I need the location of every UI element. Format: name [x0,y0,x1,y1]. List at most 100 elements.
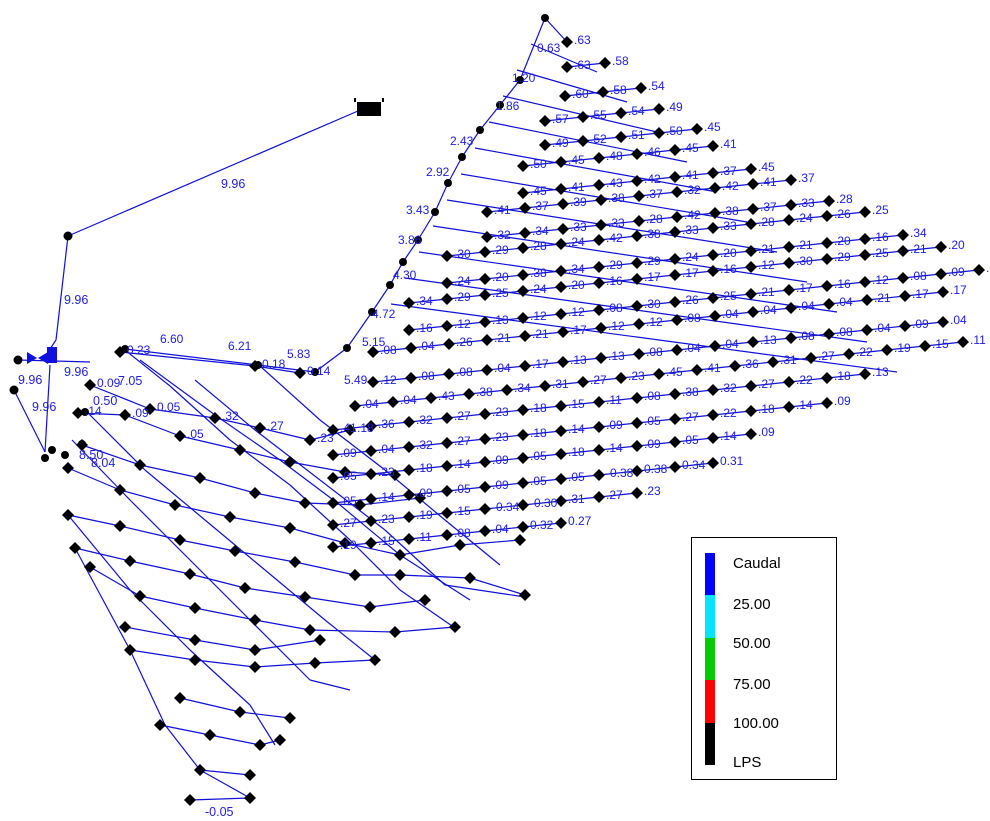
junction-node[interactable] [481,231,493,243]
junction-node[interactable] [124,644,136,656]
junction-node[interactable] [403,489,415,501]
junction-node[interactable] [555,517,567,529]
pipe-segment[interactable] [750,246,790,252]
junction-node[interactable] [61,451,69,459]
pipe-segment[interactable] [332,450,372,456]
pipe-segment[interactable] [560,426,600,432]
main-pipe-lower[interactable] [13,389,46,453]
junction-node[interactable] [631,273,643,285]
pipe-segment[interactable] [124,414,181,437]
pipe-segment[interactable] [636,258,676,264]
junction-node[interactable] [364,601,376,613]
junction-node[interactable] [394,549,406,561]
pipe-segment[interactable] [370,494,410,500]
pipe-segment[interactable] [864,277,904,283]
junction-node[interactable] [479,503,491,515]
junction-node[interactable] [599,57,611,69]
junction-node[interactable] [114,520,126,532]
pipe-segment[interactable] [209,734,261,746]
pipe-segment[interactable] [560,239,600,245]
junction-node[interactable] [294,367,306,379]
junction-node[interactable] [897,229,909,241]
junction-node[interactable] [633,190,645,202]
pipe-segment[interactable] [560,449,600,455]
junction-node[interactable] [194,472,206,484]
junction-node[interactable] [881,344,893,356]
junction-node[interactable] [479,316,491,328]
pipe-segment[interactable] [788,377,828,383]
pipe-segment[interactable] [636,176,676,182]
junction-node[interactable] [244,769,256,781]
pipe-segment[interactable] [399,589,456,629]
junction-node[interactable] [344,424,356,436]
junction-node[interactable] [561,36,573,48]
pipe-segment[interactable] [598,262,638,268]
pipe-segment[interactable] [408,490,448,496]
pipe-segment[interactable] [189,559,251,621]
junction-node[interactable] [555,425,567,437]
junction-node[interactable] [783,284,795,296]
junction-node[interactable] [859,368,871,380]
lattice-diagonal[interactable] [432,225,808,283]
junction-node[interactable] [425,392,437,404]
junction-node[interactable] [365,537,377,549]
junction-node[interactable] [899,320,911,332]
junction-node[interactable] [707,432,719,444]
junction-node[interactable] [184,794,196,806]
junction-node[interactable] [403,297,415,309]
junction-node[interactable] [517,160,529,172]
junction-node[interactable] [669,413,681,425]
pipe-segment[interactable] [189,797,251,801]
pipe-segment[interactable] [371,284,391,313]
pipe-segment[interactable] [124,348,259,366]
pipe-segment[interactable] [249,619,311,681]
junction-node[interactable] [517,429,529,441]
pipe-segment[interactable] [346,311,373,349]
pipe-segment[interactable] [560,157,600,163]
junction-node[interactable] [403,533,415,545]
pipe-segment[interactable] [598,445,638,451]
junction-node[interactable] [745,245,757,257]
junction-node[interactable] [194,764,206,776]
pipe-segment[interactable] [560,474,600,480]
junction-node[interactable] [517,499,529,511]
pipe-segment[interactable] [658,128,698,134]
junction-node[interactable] [823,328,835,340]
junction-node[interactable] [479,246,491,258]
pipe-segment[interactable] [484,247,524,253]
pipe-segment[interactable] [372,347,412,353]
junction-node[interactable] [555,156,567,168]
pipe-segment[interactable] [486,232,526,238]
junction-node[interactable] [517,477,529,489]
pipe-segment[interactable] [479,104,501,131]
junction-node[interactable] [464,572,476,584]
junction-node[interactable] [249,487,261,499]
junction-node[interactable] [443,368,455,380]
pipe-segment[interactable] [304,596,371,608]
pipe-segment[interactable] [788,285,828,291]
junction-node[interactable] [631,465,643,477]
junction-node[interactable] [707,409,719,421]
pipe-segment[interactable] [189,573,246,589]
junction-node[interactable] [441,412,453,424]
junction-node[interactable] [124,555,136,567]
pipe-segment[interactable] [149,408,216,419]
pipe-segment[interactable] [84,409,146,471]
junction-node[interactable] [339,537,351,549]
junction-node[interactable] [557,326,569,338]
pipe-segment[interactable] [904,321,944,327]
pipe-segment[interactable] [598,153,638,159]
junction-node[interactable] [709,340,721,352]
pipe-segment[interactable] [582,136,622,142]
junction-node[interactable] [431,208,439,216]
junction-node[interactable] [593,261,605,273]
junction-node[interactable] [403,416,415,428]
pipe-segment[interactable] [179,435,241,451]
junction-node[interactable] [729,360,741,372]
pipe-segment[interactable] [522,286,562,292]
junction-node[interactable] [517,521,529,533]
pipe-segment[interactable] [790,303,830,309]
junction-node[interactable] [595,352,607,364]
main-pipe-down[interactable] [44,364,51,453]
pipe-segment[interactable] [384,529,446,586]
